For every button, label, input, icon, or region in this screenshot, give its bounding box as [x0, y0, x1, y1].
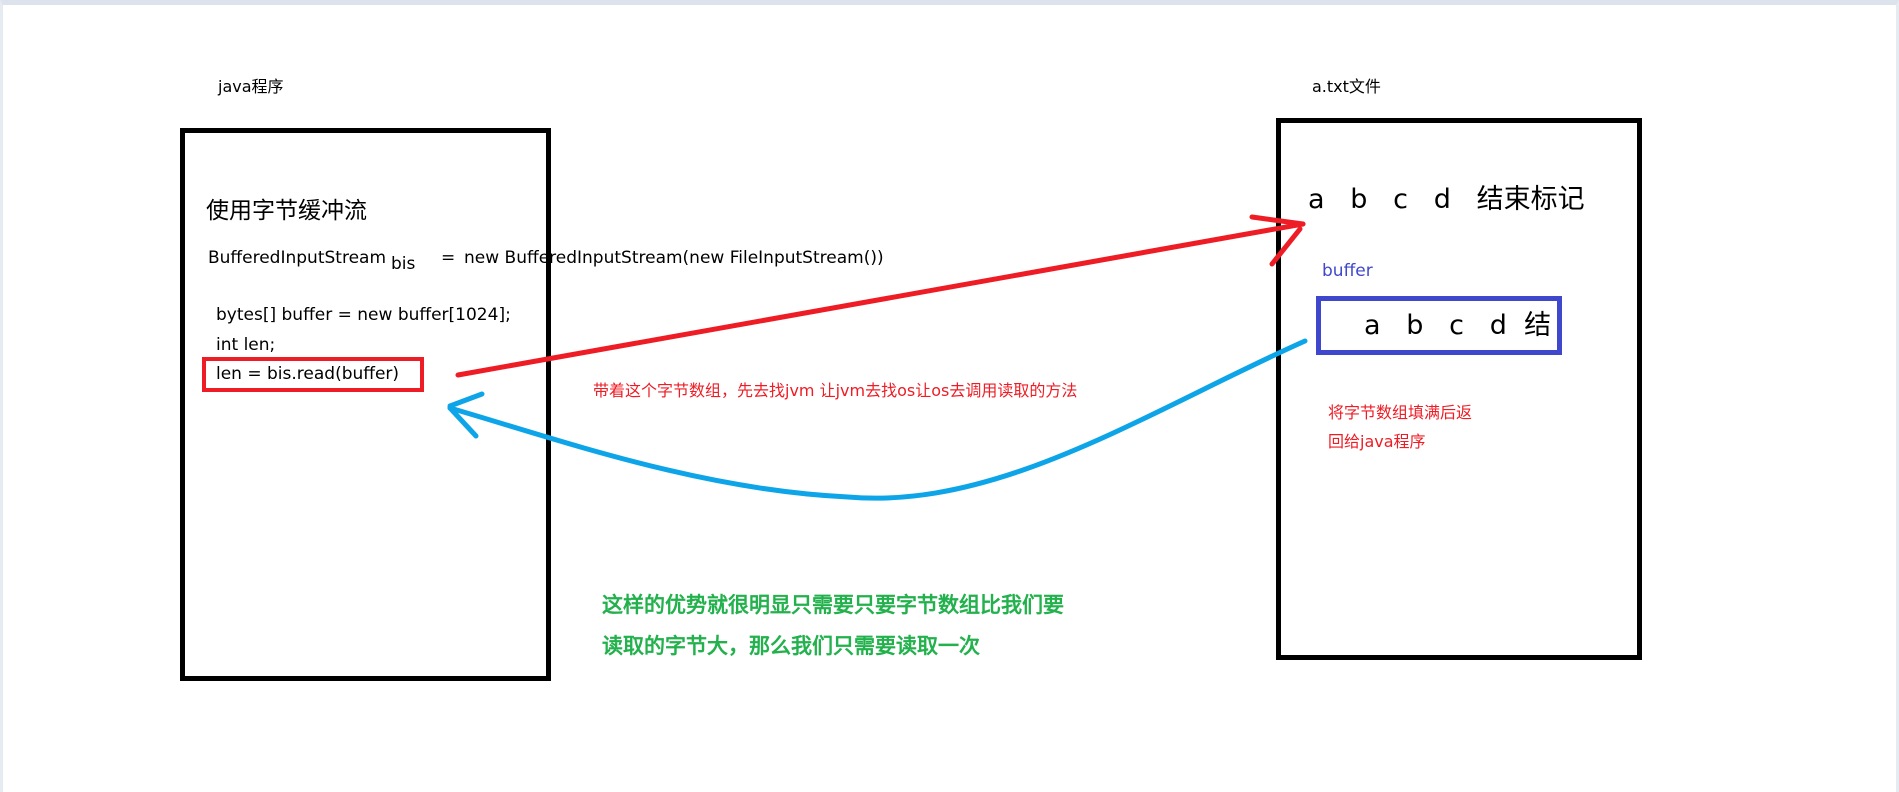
- request-arrow: [455, 214, 1306, 378]
- return-arrow-head-lower: [447, 405, 479, 439]
- decl-eq: =: [441, 248, 456, 268]
- decl-init: new BufferedInputStream(new FileInputStr…: [464, 248, 884, 268]
- file-box: [1276, 118, 1642, 660]
- arrow-note: 带着这个字节数组，先去找jvm 让jvm去找os让os去调用读取的方法: [593, 381, 1078, 400]
- read-highlight-box: [202, 357, 424, 392]
- line-int: int len;: [216, 335, 276, 355]
- return-note-2: 回给java程序: [1328, 432, 1426, 451]
- request-arrow-head-lower: [1269, 226, 1303, 267]
- line-read: len = bis.read(buffer): [216, 364, 400, 384]
- summary-line-2: 读取的字节大，那么我们只需要读取一次: [602, 634, 980, 658]
- buffer-box: [1316, 296, 1562, 355]
- return-note-1: 将字节数组填满后返: [1328, 403, 1473, 422]
- buffer-label: buffer: [1322, 261, 1373, 281]
- decl-var: bis: [391, 254, 416, 274]
- file-caption: a.txt文件: [1312, 77, 1381, 96]
- return-arrow-head-upper: [447, 391, 485, 409]
- request-arrow-head-upper: [1249, 214, 1306, 227]
- return-arrow: [447, 338, 1308, 501]
- buffer-content: a b c d 结: [1364, 310, 1552, 341]
- java-program-caption: java程序: [218, 77, 284, 96]
- line-bytes: bytes[] buffer = new buffer[1024];: [216, 305, 511, 325]
- request-arrow-shaft: [455, 221, 1306, 378]
- decl-type: BufferedInputStream: [208, 248, 387, 268]
- java-program-box: [180, 128, 551, 681]
- summary-line-1: 这样的优势就很明显只需要只要字节数组比我们要: [602, 593, 1064, 617]
- heading: 使用字节缓冲流: [206, 198, 367, 224]
- return-arrow-curve: [447, 338, 1308, 501]
- file-content: a b c d 结束标记: [1308, 184, 1585, 215]
